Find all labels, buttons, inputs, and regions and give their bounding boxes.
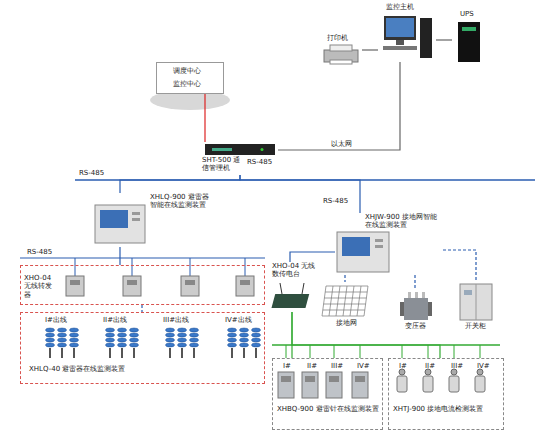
node-label: 打印机 <box>327 34 348 42</box>
node-label: I#出线 <box>45 316 67 324</box>
grid-icon <box>322 286 368 316</box>
connector <box>278 62 400 150</box>
node-label: II# <box>307 362 317 370</box>
display-box: 调度中心监控中心 <box>156 62 224 94</box>
node-label: XHTJ-900 接地电流检测装置 <box>393 405 501 413</box>
device-group: I# II# III# IV# XHTJ-900 接地电流检测装置 <box>388 358 504 430</box>
node-label: 变压器 <box>405 322 426 330</box>
ups-node: UPS <box>452 10 486 64</box>
node-label: II# <box>425 362 435 370</box>
monitor-device <box>95 205 389 272</box>
transformer-icon <box>400 292 432 320</box>
monitor-device: XHLQ-900 避雷器智能在线监测装置 <box>92 193 216 247</box>
node-label: SHT-500 通信管理机 <box>202 156 242 173</box>
connector <box>240 175 360 213</box>
node-label: UPS <box>460 10 474 18</box>
device-group: I# II# III# IV# XHBQ-900 避雷针在线监测装置 <box>272 358 383 430</box>
node-label: I# <box>399 362 407 370</box>
connector-label: RS-485 <box>78 169 105 177</box>
printer-icon <box>324 45 358 64</box>
rs485-bus <box>20 257 265 258</box>
connector <box>344 275 345 282</box>
node-label: 监控中心 <box>173 80 201 88</box>
node-label: XHLQ-40 避雷器在线监测装置 <box>29 365 139 373</box>
connector <box>204 94 205 142</box>
connector-label: RS-485 <box>322 197 349 205</box>
node-label: III# <box>331 362 343 370</box>
connector <box>414 275 415 290</box>
node-label: XHBQ-900 避雷针在线监测装置 <box>277 405 381 413</box>
computer-node: 监控主机 <box>378 3 436 62</box>
transmitter-group: XHO-04 无线转发器 <box>20 265 265 305</box>
node-label: 调度中心 <box>173 67 201 75</box>
radio-icon <box>271 283 309 308</box>
connector <box>362 49 378 50</box>
printer-node: 打印机 <box>318 34 362 66</box>
radio-node: XHO-04 无线数传电台 <box>270 262 318 312</box>
transformer-node: 变压器 <box>395 290 440 334</box>
connector <box>141 305 142 312</box>
connector <box>120 175 240 193</box>
repeated-icons <box>46 258 486 398</box>
node-label: XHLQ-900 避雷器智能在线监测装置 <box>150 193 214 210</box>
grid-node: 接地网 <box>322 282 372 330</box>
connector <box>119 247 120 265</box>
connector <box>436 39 452 40</box>
bus-label: RS-485 <box>246 158 273 166</box>
node-label: II#出线 <box>103 316 127 324</box>
node-label: IV#出线 <box>225 316 252 324</box>
connector-label: RS-485 <box>26 248 53 256</box>
connector <box>292 312 440 358</box>
sensor-group: I#出线 II#出线 III#出线 IV#出线 XHLQ-40 避雷器在线监测装置 <box>20 312 265 384</box>
node-label: 开关柜 <box>465 322 486 330</box>
switchgear-icon <box>460 284 492 320</box>
switchgear-node: 开关柜 <box>453 280 498 333</box>
connector <box>443 250 476 280</box>
node-label: III# <box>451 362 463 370</box>
computer-icon <box>383 16 432 58</box>
connector-label: 以太网 <box>330 140 353 148</box>
node-label: IV# <box>477 362 490 370</box>
monitor-device: XHJW-900 接地网智能在线监测装置 <box>335 213 443 275</box>
node-label: 接地网 <box>336 319 357 327</box>
node-label: 监控主机 <box>386 3 414 11</box>
ups-icon <box>458 22 480 62</box>
comm-manager-icon <box>205 144 275 155</box>
node-label: XHO-04 无线数传电台 <box>272 262 316 279</box>
node-label: XHO-04 无线转发器 <box>24 274 58 299</box>
connector <box>290 252 335 262</box>
node-label: XHJW-900 接地网智能在线监测装置 <box>365 213 441 230</box>
node-label: I# <box>283 362 291 370</box>
node-label: III#出线 <box>163 316 189 324</box>
node-label: IV# <box>357 362 370 370</box>
